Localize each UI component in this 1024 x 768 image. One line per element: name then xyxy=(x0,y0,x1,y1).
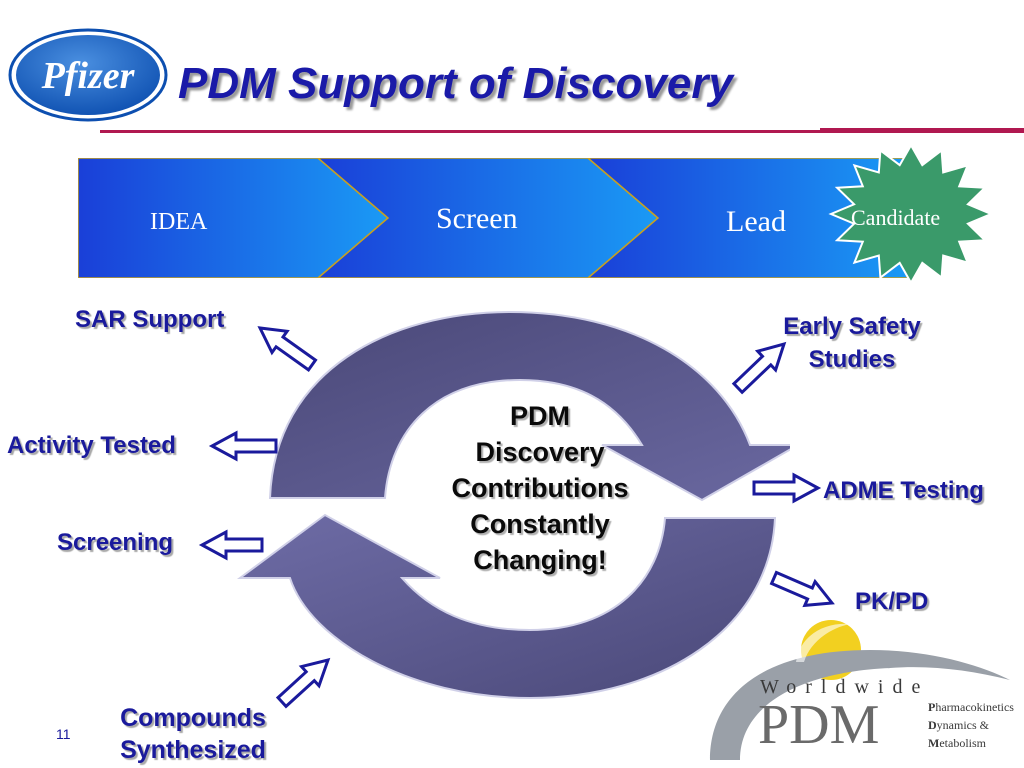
pdm-logo-text: PDM xyxy=(758,694,880,756)
label-compounds-line2: Synthesized xyxy=(120,736,266,764)
pfizer-logo-text: Pfizer xyxy=(41,55,136,97)
stage-candidate: Candidate xyxy=(851,205,941,230)
center-line-2: Discovery xyxy=(475,437,605,467)
label-compounds-line1: Compounds xyxy=(120,704,266,732)
label-safety-line1: Early Safety xyxy=(783,313,921,340)
label-adme-testing: ADME Testing xyxy=(823,477,984,504)
center-line-4: Constantly xyxy=(470,509,610,539)
arrow-compounds xyxy=(275,657,331,709)
cycle-arrows xyxy=(236,310,790,700)
title-underline-accent xyxy=(820,128,1024,133)
arrow-screening xyxy=(198,529,264,561)
starburst-shape xyxy=(828,144,994,284)
cycle-arrow-top xyxy=(268,310,790,502)
arrow-sar-support xyxy=(257,326,318,372)
arrow-early-safety xyxy=(731,341,787,395)
candidate-starburst xyxy=(828,144,994,284)
cycle-arrow-bottom xyxy=(236,513,777,700)
arrow-pk-pd xyxy=(769,570,835,608)
banner-segment-screen xyxy=(316,158,660,278)
cycle-center-text: PDM Discovery Contributions Constantly C… xyxy=(410,398,670,578)
logo-line-metabolism: Metabolism xyxy=(928,736,986,750)
center-line-1: PDM xyxy=(510,401,570,431)
title-underline xyxy=(100,130,824,133)
center-line-3: Contributions xyxy=(451,473,629,503)
stage-lead: Lead xyxy=(726,205,786,238)
stage-idea: IDEA xyxy=(150,209,208,235)
arrow-activity-tested xyxy=(208,430,278,462)
slide-title: PDM Support of Discovery xyxy=(178,59,733,108)
logo-line-pharmacokinetics: Pharmacokinetics xyxy=(928,700,1014,714)
label-screening: Screening xyxy=(57,529,174,556)
slide-number: 11 xyxy=(56,726,71,742)
process-banner xyxy=(78,158,909,278)
pfizer-logo: Pfizer xyxy=(8,28,168,122)
label-sar-support: SAR Support xyxy=(75,306,225,333)
worldwide-text: Worldwide xyxy=(760,676,930,698)
stage-screen: Screen xyxy=(436,202,518,235)
arrow-adme xyxy=(752,472,822,504)
label-activity-tested: Activity Tested xyxy=(7,432,176,459)
banner-segment-lead xyxy=(586,158,909,278)
worldwide-pdm-logo xyxy=(710,620,1010,760)
label-compounds-synthesized: Compounds Synthesized xyxy=(108,702,278,766)
logo-line-dynamics: Dynamics & xyxy=(928,718,989,732)
label-safety-line2: Studies xyxy=(808,346,896,373)
label-early-safety-studies: Early Safety Studies xyxy=(760,310,944,376)
label-pk-pd: PK/PD xyxy=(855,588,929,615)
center-line-5: Changing! xyxy=(473,545,607,575)
